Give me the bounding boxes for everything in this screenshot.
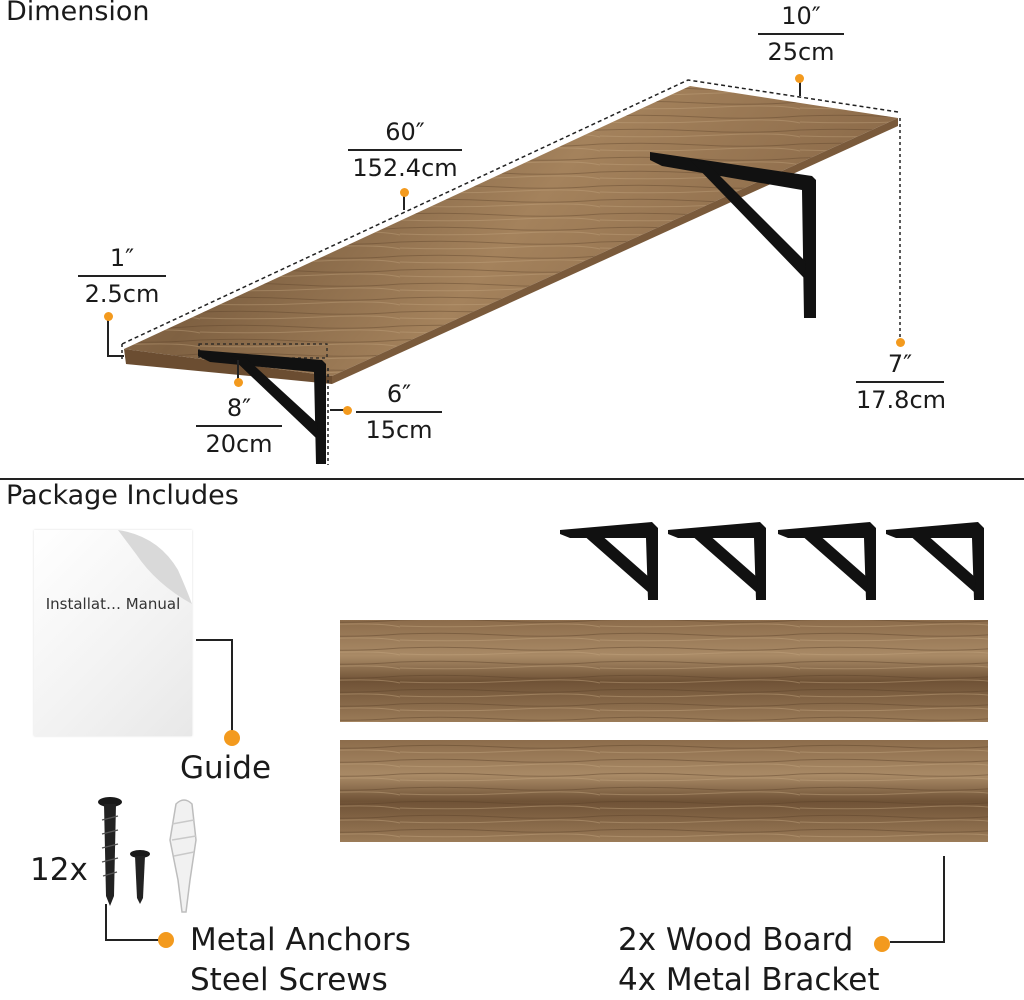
hardware-count: 12x [30, 852, 88, 888]
depth-imperial: 10″ [781, 2, 821, 30]
bracket-height-metric: 17.8cm [856, 385, 947, 414]
depth-metric: 25cm [767, 37, 835, 66]
shelf-bracket-left [198, 350, 326, 464]
bracket-height-imperial: 7″ [887, 350, 913, 378]
length-imperial: 60″ [385, 118, 425, 146]
bracket-height-small-metric: 15cm [365, 415, 433, 444]
bracket-depth-marker [234, 378, 243, 387]
dimension-bracket-height: 7″ 17.8cm [856, 350, 947, 414]
package-boards [340, 620, 988, 842]
boards-line1: 2x Wood Board [618, 922, 854, 958]
label-rule [856, 381, 944, 383]
dimension-bracket-height-small: 6″ 15cm [356, 380, 442, 444]
package-title: Package Includes [6, 480, 239, 511]
guide-label: Guide [180, 750, 272, 786]
dimension-thickness: 1″ 2.5cm [78, 244, 166, 308]
length-marker [400, 188, 409, 197]
guide-marker [224, 730, 240, 746]
page-curl-icon [118, 530, 192, 604]
bracket-height-marker [896, 338, 905, 347]
bracket-depth-metric: 20cm [205, 429, 273, 458]
installation-manual: Installat… Manual [34, 530, 192, 736]
bracket-height-small-marker [343, 406, 352, 415]
boards-marker [874, 936, 890, 952]
dimension-bracket-depth: 8″ 20cm [196, 394, 282, 458]
label-rule [78, 275, 166, 277]
label-rule [356, 411, 442, 413]
package-brackets [560, 522, 984, 600]
manual-text: Installat… Manual [45, 595, 181, 613]
length-metric: 152.4cm [352, 153, 458, 182]
thickness-imperial: 1″ [109, 244, 135, 272]
thickness-metric: 2.5cm [84, 279, 160, 308]
shelf-bracket-right [650, 152, 816, 318]
thickness-marker [104, 312, 113, 321]
dimension-depth: 10″ 25cm [758, 2, 844, 66]
bracket-depth-imperial: 8″ [226, 394, 252, 422]
label-rule [196, 425, 282, 427]
hardware-line2: Steel Screws [190, 962, 388, 998]
label-rule [758, 33, 844, 35]
dimension-length: 60″ 152.4cm [348, 118, 462, 182]
label-rule [348, 149, 462, 151]
dimension-title: Dimension [6, 0, 150, 27]
depth-marker [795, 74, 804, 83]
section-divider [0, 478, 1024, 480]
hardware-line1: Metal Anchors [190, 922, 411, 958]
bracket-height-small-imperial: 6″ [386, 380, 412, 408]
shelf-perspective [121, 79, 901, 465]
hardware-marker [158, 932, 174, 948]
boards-line2: 4x Metal Bracket [618, 962, 880, 998]
hardware-items [98, 797, 197, 913]
